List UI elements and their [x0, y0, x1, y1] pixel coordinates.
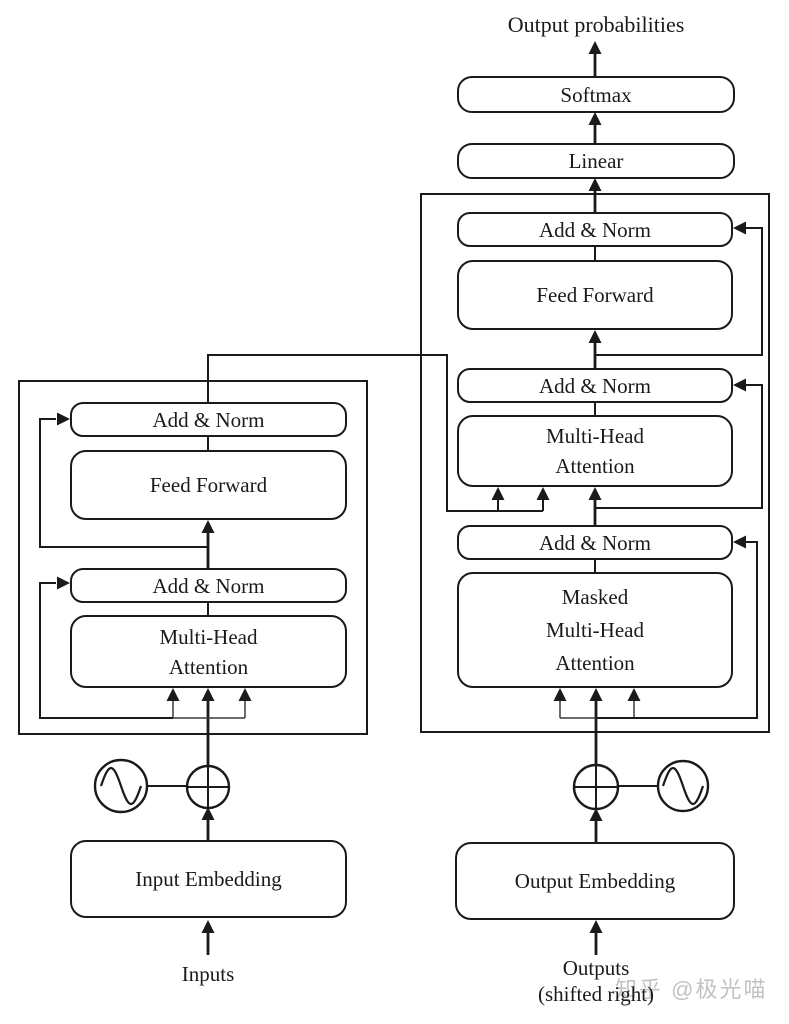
encoder-mha-label-line1: Multi-Head	[159, 624, 258, 649]
encoder-mha-label-line2: Attention	[168, 654, 249, 679]
decoder-add-norm-bottom-label: Add & Norm	[539, 530, 651, 555]
encoder-add-norm-top-box: Add & Norm	[70, 402, 347, 437]
inputs-label: Inputs	[181, 962, 235, 986]
encoder-add-norm-top-label: Add & Norm	[152, 407, 265, 432]
input-embedding-box: Input Embedding	[70, 840, 347, 918]
decoder-mha-label-line2: Attention	[555, 454, 635, 478]
input-embedding-label: Input Embedding	[135, 867, 282, 891]
decoder-add-norm-middle-box: Add & Norm	[457, 368, 733, 403]
softmax-label: Softmax	[560, 82, 632, 107]
output-probabilities-label: Output probabilities	[507, 12, 685, 37]
decoder-add-norm-bottom-box: Add & Norm	[457, 525, 733, 560]
encoder-positional-encoding-icon	[93, 758, 149, 814]
decoder-masked-mha-label-line3: Attention	[555, 650, 635, 675]
decoder-feed-forward-box: Feed Forward	[457, 260, 733, 330]
softmax-box: Softmax	[457, 76, 735, 113]
encoder-add-icon	[185, 764, 231, 810]
decoder-positional-encoding-icon	[656, 759, 710, 813]
linear-label: Linear	[568, 149, 624, 173]
decoder-mha-label-line1: Multi-Head	[546, 424, 644, 448]
decoder-masked-mha-label-line1: Masked	[561, 584, 629, 609]
shifted-right-label: (shifted right)	[537, 982, 655, 1006]
decoder-masked-multi-head-attention-box: Masked Multi-Head Attention	[457, 572, 733, 688]
output-embedding-box: Output Embedding	[455, 842, 735, 920]
decoder-add-norm-top-label: Add & Norm	[539, 217, 651, 242]
decoder-add-icon	[572, 763, 620, 811]
zhihu-watermark: 知乎 @极光喵	[615, 977, 768, 1002]
decoder-feed-forward-label: Feed Forward	[536, 283, 654, 307]
arrow-up-output-probabilities	[588, 41, 602, 54]
decoder-masked-mha-label-line2: Multi-Head	[546, 617, 644, 642]
outputs-label: Outputs	[562, 956, 630, 980]
decoder-multi-head-attention-box: Multi-Head Attention	[457, 415, 733, 487]
decoder-sine-wave-icon	[661, 766, 705, 806]
encoder-feed-forward-label: Feed Forward	[149, 473, 268, 497]
encoder-sine-wave-icon	[99, 766, 143, 806]
encoder-feed-forward-box: Feed Forward	[70, 450, 347, 520]
encoder-multi-head-attention-box: Multi-Head Attention	[70, 615, 347, 688]
decoder-add-norm-middle-label: Add & Norm	[539, 373, 651, 398]
output-embedding-label: Output Embedding	[514, 869, 676, 893]
linear-box: Linear	[457, 143, 735, 179]
encoder-block	[18, 380, 368, 735]
encoder-add-norm-bottom-label: Add & Norm	[152, 573, 265, 598]
encoder-add-norm-bottom-box: Add & Norm	[70, 568, 347, 603]
decoder-add-norm-top-box: Add & Norm	[457, 212, 733, 247]
